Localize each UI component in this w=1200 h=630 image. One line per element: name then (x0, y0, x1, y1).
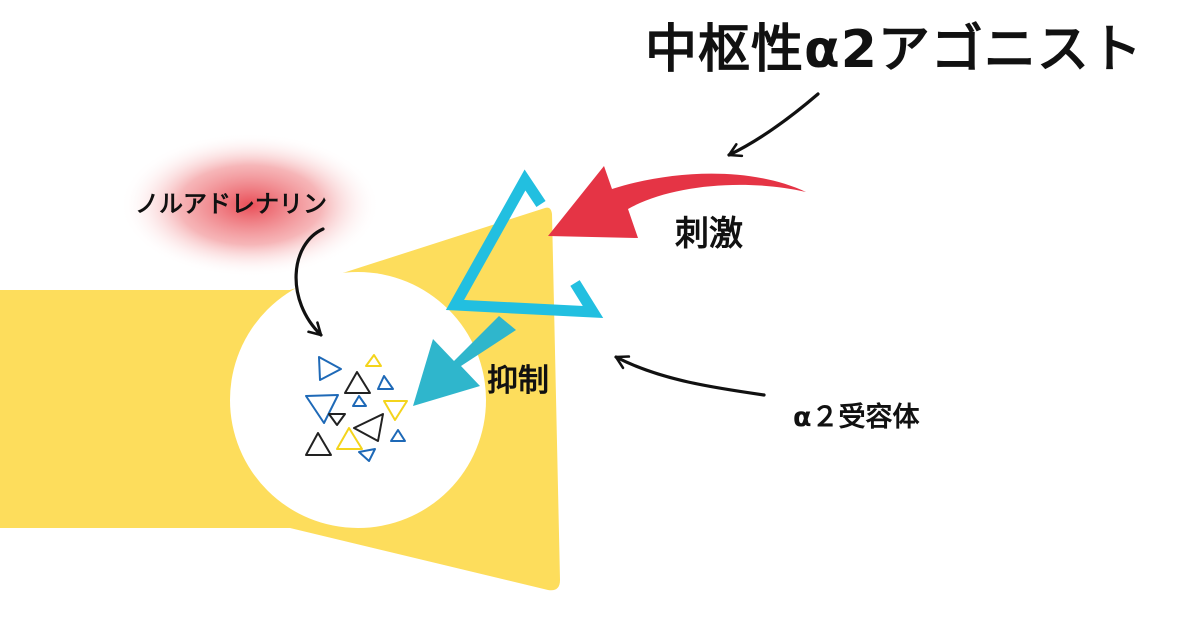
molecule-blue-triangle (305, 394, 339, 424)
synaptic-vesicle (230, 272, 486, 528)
title-pointer-arrow (727, 92, 820, 158)
molecule-blue-triangle (377, 375, 394, 390)
noradrenaline-label: ノルアドレナリン (135, 190, 327, 218)
molecule-yellow-triangle (383, 400, 408, 421)
molecule-black-triangle (305, 432, 332, 456)
molecule-blue-triangle (318, 356, 342, 381)
receptor-pointer-arrow (614, 355, 766, 397)
molecule-yellow-triangle (365, 354, 382, 367)
molecule-black-triangle (328, 413, 346, 426)
molecule-black-triangle (344, 371, 371, 394)
noradrenaline-molecules (305, 354, 408, 462)
stimulation-arrow (548, 166, 806, 238)
alpha2-receptor (445, 169, 604, 319)
stimulation-label: 刺激 (675, 214, 743, 254)
receptor-label: α２受容体 (793, 402, 920, 433)
molecule-blue-triangle (390, 429, 406, 442)
noradrenaline-glow (120, 133, 380, 277)
molecule-blue-triangle (352, 395, 367, 407)
molecule-yellow-triangle (336, 427, 363, 450)
inhibition-arrow (413, 316, 516, 406)
molecule-black-triangle (353, 413, 384, 442)
title: 中枢性α2アゴニスト (645, 20, 1143, 80)
noradrenaline-pointer-arrow (294, 227, 325, 337)
inhibition-label: 抑制 (487, 363, 549, 399)
molecule-blue-triangle (358, 448, 376, 462)
